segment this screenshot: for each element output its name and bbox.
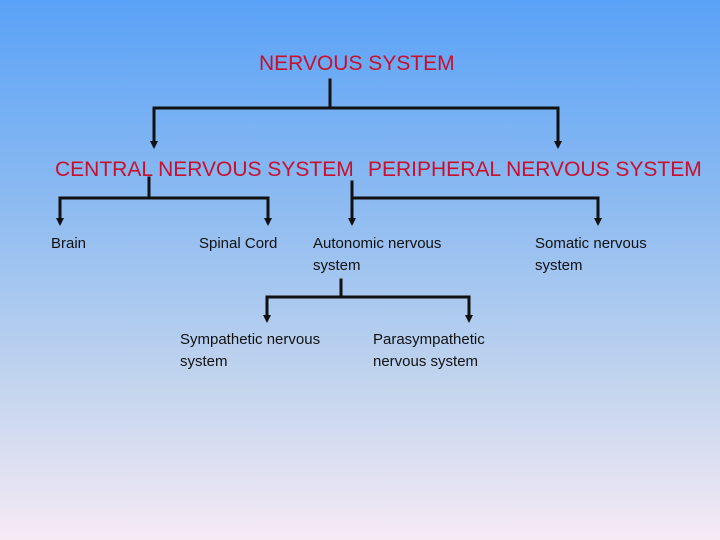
peripheral-nervous-system-label: PERIPHERAL NERVOUS SYSTEM — [368, 158, 702, 181]
brain-label: Brain — [51, 235, 87, 252]
sympathetic-nervous-system-label: Sympathetic nervous system — [180, 331, 321, 370]
central-nervous-system-label: CENTRAL NERVOUS SYSTEM — [55, 158, 354, 181]
spinal-cord-label: Spinal Cord — [199, 235, 278, 252]
autonomic-nervous-system-label: Autonomic nervous system — [313, 235, 442, 274]
root-node-label: NERVOUS SYSTEM — [259, 52, 455, 75]
somatic-nervous-system-label: Somatic nervous system — [535, 235, 647, 274]
parasympathetic-nervous-system-label: Parasympathetic nervous system — [373, 331, 485, 370]
